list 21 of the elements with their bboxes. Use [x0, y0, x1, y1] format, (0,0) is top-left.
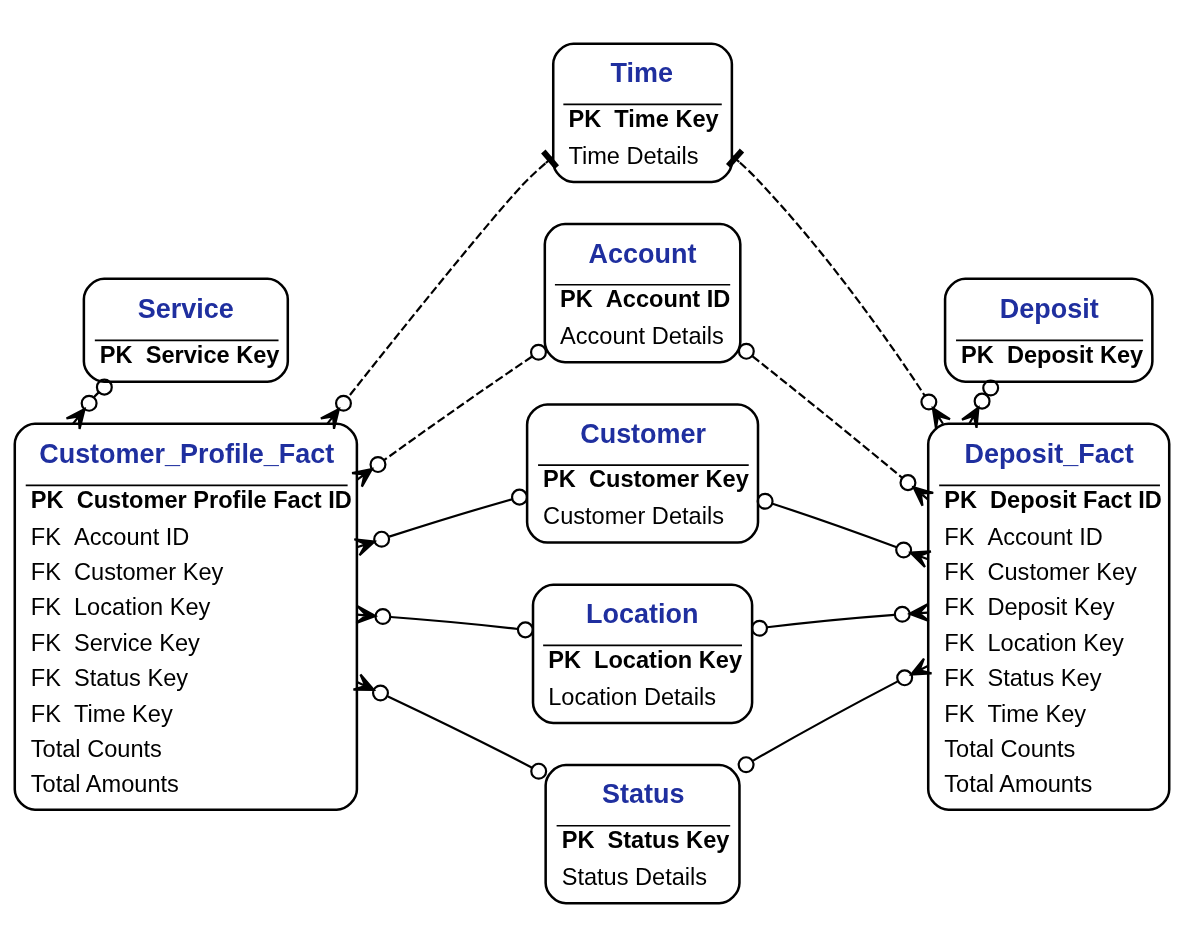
connector	[726, 148, 952, 430]
connector	[737, 342, 935, 507]
connector	[319, 149, 560, 430]
connector	[65, 378, 113, 430]
connector	[751, 603, 930, 637]
node-box: Service PK Service Key	[82, 277, 290, 383]
connector	[737, 657, 933, 774]
node-box: Status PK Status Key Status Details	[544, 763, 741, 905]
node-box: Location PK Location Key Location Details	[531, 583, 754, 725]
connector	[960, 379, 1000, 429]
connector	[355, 605, 534, 639]
node-box: Time PK Time Key Time Details	[551, 42, 734, 184]
node-box: Account PK Account ID Account Details	[543, 222, 742, 364]
connector	[353, 488, 528, 557]
node-box: Customer PK Customer Key Customer Details	[525, 403, 760, 544]
node-box: Deposit PK Deposit Key	[943, 277, 1154, 383]
connector	[352, 673, 548, 780]
node-box: Customer_Profile_Fact PK Customer Profile Fact ID FK Account ID FK Customer Key FK Location Key FK Service Key FK Status Key FK Time Key Total Counts Total Amounts	[13, 422, 359, 811]
node-box: Deposit_Fact PK Deposit Fact ID FK Account ID FK Customer Key FK Deposit Key FK Location Key FK Status Key FK Time Key Total Counts Total Amounts	[926, 422, 1171, 811]
connector	[756, 492, 932, 569]
connector	[351, 343, 547, 488]
